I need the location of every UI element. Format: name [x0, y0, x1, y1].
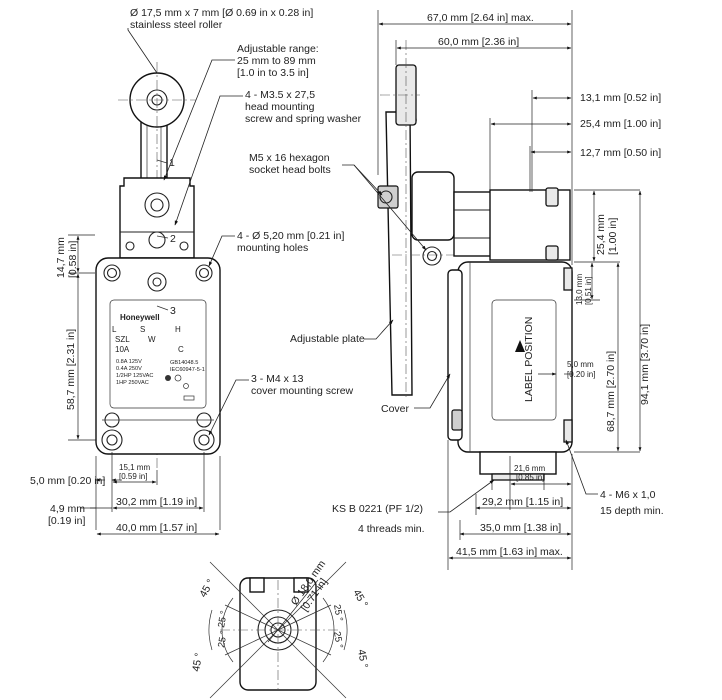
dim-94-1: 94,1 mm [3.70 in] — [639, 324, 651, 405]
adjustable-range-line3: [1.0 in to 3.5 in] — [237, 67, 309, 79]
dim-60-0: 60,0 mm [2.36 in] — [438, 36, 519, 48]
front-view: Honeywell L S H SZL W 10A C 0.8A 125V 0.… — [30, 7, 362, 536]
angle-45-lower-left: 45 ° — [190, 652, 205, 673]
bolts-line2: socket head bolts — [249, 164, 331, 176]
mounting-holes-line2: mounting holes — [237, 242, 308, 254]
dim-4-9-line1: 4,9 mm — [50, 503, 85, 515]
label-code: C — [178, 345, 184, 354]
dim-14-7-line2: [0.58 in] — [67, 241, 79, 278]
cover-screw-line2: cover mounting screw — [251, 385, 354, 397]
angle-45-upper-right: 45 ° — [350, 588, 370, 610]
lever-position-1: 1 — [169, 157, 175, 169]
roller-spec-line2: stainless steel roller — [130, 19, 223, 31]
lever-position-2: 2 — [170, 233, 176, 245]
dim-41-5: 41,5 mm [1.63 in] max. — [456, 546, 563, 558]
adjustable-range-line2: 25 mm to 89 mm — [237, 55, 316, 67]
label-rating-2: 0.4A 250V — [116, 366, 142, 372]
angle-25-upper-right: 25 ° — [331, 604, 345, 623]
head-screw-line3: screw and spring washer — [245, 113, 362, 125]
dim-30-2: 30,2 mm [1.19 in] — [116, 496, 197, 508]
switch-body: Honeywell L S H SZL W 10A C 0.8A 125V 0.… — [95, 257, 221, 455]
angle-25-upper-left: 25 ° — [216, 610, 230, 629]
dim-5-0-side-line1: 5,0 mm — [567, 360, 594, 369]
dim-15-1-line2: [0.59 in] — [119, 472, 147, 481]
label-brand: Honeywell — [120, 313, 160, 322]
label-rating-1: 0.8A 125V — [116, 359, 142, 365]
cover-label: Cover — [381, 403, 410, 415]
bolts-line1: M5 x 16 hexagon — [249, 152, 330, 164]
m6-line1: 4 - M6 x 1,0 — [600, 489, 656, 501]
dim-40-0: 40,0 mm [1.57 in] — [116, 522, 197, 534]
mounting-holes-line1: 4 - Ø 5,20 mm [0.21 in] — [237, 230, 344, 242]
label-series-l: L — [112, 325, 117, 334]
dim-35-0: 35,0 mm [1.38 in] — [480, 522, 561, 534]
label-rating-4: 1HP 250VAC — [116, 380, 149, 386]
adjustable-plate-label: Adjustable plate — [290, 333, 365, 345]
switch-head — [119, 177, 195, 259]
label-position-text: LABEL POSITION — [523, 317, 535, 402]
dim-5-0-side-line2: [0.20 in] — [567, 370, 595, 379]
bottom-view: 45 ° 45 ° 45 ° 45 ° 25 ° 25 ° 25 ° 25 ° … — [190, 558, 370, 699]
label-model: SZL — [115, 335, 130, 344]
dim-5-0: 5,0 mm [0.20 in] — [30, 475, 105, 487]
adjustable-plate-shape — [385, 111, 413, 396]
ks-b-line2: 4 threads min. — [358, 523, 425, 535]
side-view: LABEL POSITION 67,0 mm [2.64 in] max. 60… — [249, 10, 664, 570]
ks-b-line1: KS B 0221 (PF 1/2) — [332, 503, 423, 515]
m6-line2: 15 depth min. — [600, 505, 664, 517]
label-mark-1: GB14048.5 — [170, 360, 198, 366]
label-rating-3: 1/2HP 125VAC — [116, 373, 153, 379]
dim-13-0-line2: [0.51 in] — [584, 277, 593, 305]
dim-25-4-v-line1: 25,4 mm — [595, 214, 607, 255]
cover-screw-line1: 3 - M4 x 13 — [251, 373, 304, 385]
dim-12-7: 12,7 mm [0.50 in] — [580, 147, 661, 159]
head-screw-line1: 4 - M3.5 x 27,5 — [245, 89, 315, 101]
head-screw-line2: head mounting — [245, 101, 315, 113]
label-rating-top: 10A — [115, 345, 130, 354]
angle-45-lower-right: 45 ° — [355, 648, 370, 669]
dim-21-6-line1: 21,6 mm — [514, 464, 545, 473]
roller-spec-line1: Ø 17,5 mm x 7 mm [Ø 0.69 in x 0.28 in] — [130, 7, 313, 19]
dim-29-2: 29,2 mm [1.15 in] — [482, 496, 563, 508]
angle-45-upper-left: 45 ° — [197, 577, 217, 599]
dim-13-1: 13,1 mm [0.52 in] — [580, 92, 661, 104]
label-series-h: H — [175, 325, 181, 334]
angle-25-lower-left: 25 ° — [216, 630, 230, 649]
dim-25-4-v-line2: [1.00 in] — [607, 218, 619, 255]
label-mark-2: IEC60947-5-1 — [170, 367, 205, 373]
angle-25-lower-right: 25 ° — [331, 631, 345, 650]
lever-position-3: 3 — [170, 305, 176, 317]
dim-14-7-line1: 14,7 mm — [55, 237, 67, 278]
label-series-s: S — [140, 325, 145, 334]
adjustable-range-line1: Adjustable range: — [237, 43, 319, 55]
dim-67-0: 67,0 mm [2.64 in] max. — [427, 12, 534, 24]
dim-68-7: 68,7 mm [2.70 in] — [605, 351, 617, 432]
dim-25-4: 25,4 mm [1.00 in] — [580, 118, 661, 130]
dim-21-6-line2: [0.85 in] — [516, 473, 544, 482]
dim-13-0-line1: 13,0 mm — [575, 274, 584, 305]
dim-58-7: 58,7 mm [2.31 in] — [65, 329, 77, 410]
dim-4-9-line2: [0.19 in] — [48, 515, 85, 527]
label-series-w: W — [148, 335, 156, 344]
dim-15-1-line1: 15,1 mm — [119, 463, 150, 472]
